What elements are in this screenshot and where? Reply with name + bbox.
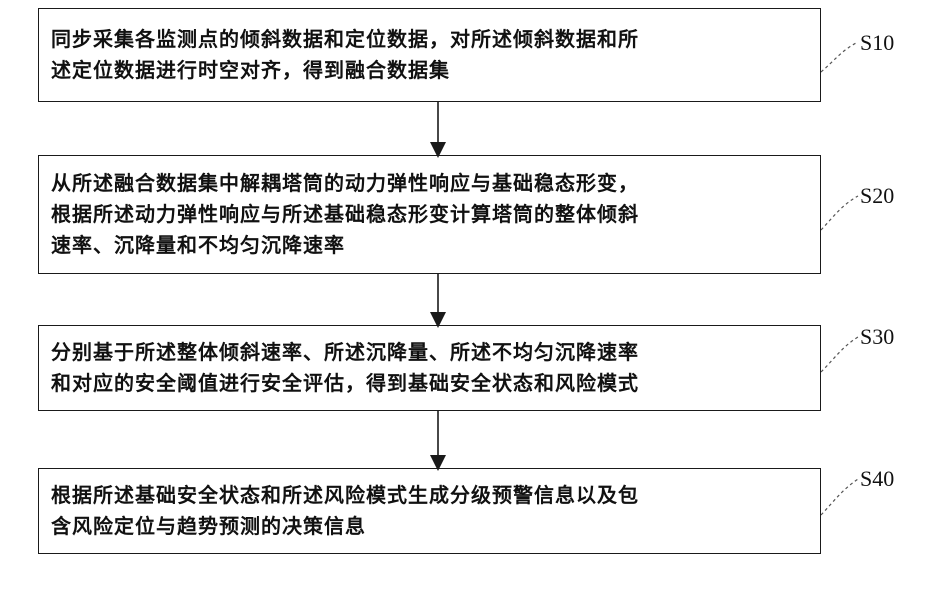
step-text-line: 和对应的安全阈值进行安全评估，得到基础安全状态和风险模式 <box>51 368 808 399</box>
step-label-s10: S10 <box>860 30 894 56</box>
step-text-line: 速率、沉降量和不均匀沉降速率 <box>51 230 808 261</box>
step-box-s40: 根据所述基础安全状态和所述风险模式生成分级预警信息以及包 含风险定位与趋势预测的… <box>38 468 821 554</box>
step-label-s40: S40 <box>860 466 894 492</box>
leader-line-s30 <box>821 337 858 372</box>
step-text-line: 根据所述动力弹性响应与所述基础稳态形变计算塔筒的整体倾斜 <box>51 199 808 230</box>
step-box-s20: 从所述融合数据集中解耦塔筒的动力弹性响应与基础稳态形变， 根据所述动力弹性响应与… <box>38 155 821 274</box>
leader-line-s40 <box>821 479 858 515</box>
step-text-line: 根据所述基础安全状态和所述风险模式生成分级预警信息以及包 <box>51 480 808 511</box>
leader-line-s20 <box>821 196 858 230</box>
step-label-s30: S30 <box>860 324 894 350</box>
step-text-line: 从所述融合数据集中解耦塔筒的动力弹性响应与基础稳态形变， <box>51 168 808 199</box>
leader-line-s10 <box>821 42 858 72</box>
step-label-s20: S20 <box>860 183 894 209</box>
step-box-s30: 分别基于所述整体倾斜速率、所述沉降量、所述不均匀沉降速率 和对应的安全阈值进行安… <box>38 325 821 411</box>
step-box-s10: 同步采集各监测点的倾斜数据和定位数据，对所述倾斜数据和所 述定位数据进行时空对齐… <box>38 8 821 102</box>
step-text-line: 同步采集各监测点的倾斜数据和定位数据，对所述倾斜数据和所 <box>51 24 808 55</box>
step-text-line: 含风险定位与趋势预测的决策信息 <box>51 511 808 542</box>
step-text-line: 述定位数据进行时空对齐，得到融合数据集 <box>51 55 808 86</box>
step-text-line: 分别基于所述整体倾斜速率、所述沉降量、所述不均匀沉降速率 <box>51 337 808 368</box>
